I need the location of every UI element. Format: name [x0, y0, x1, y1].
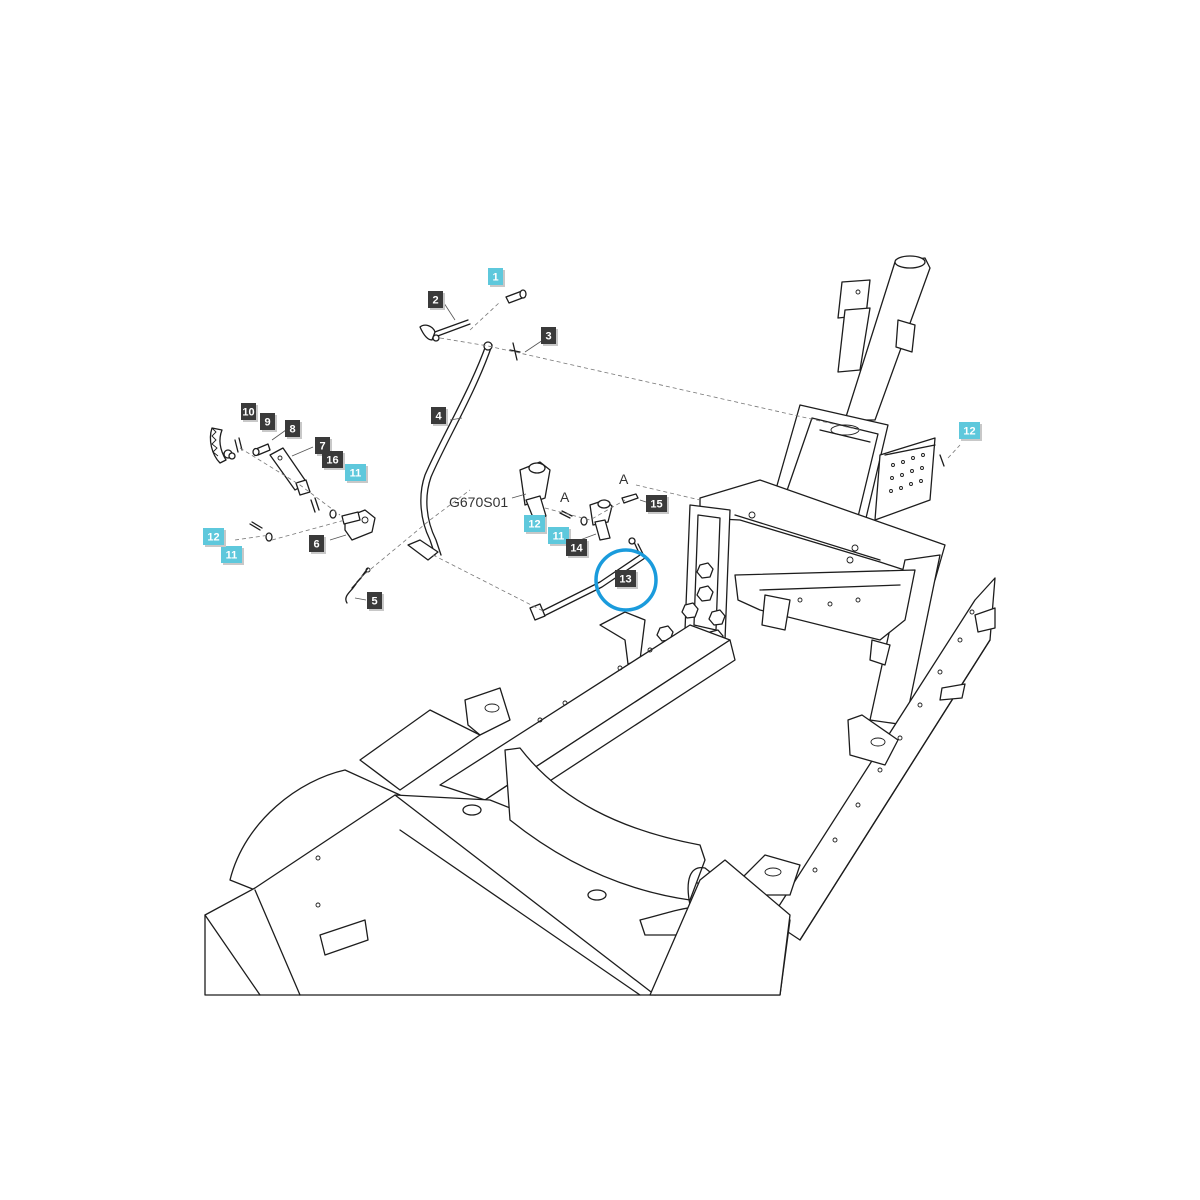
section-mark-a: A: [560, 489, 570, 505]
reference-code-label: G670S01: [449, 494, 508, 510]
callout-tag-1: 1: [488, 268, 503, 285]
part-pin-16: [310, 497, 320, 513]
callout-number: 11: [350, 468, 362, 480]
callout-number: 16: [326, 455, 338, 467]
part-bushing-14: [579, 499, 613, 541]
callout-tag-12: 12: [203, 528, 224, 545]
callout-number: 7: [319, 441, 325, 453]
callout-tag-16: 16: [322, 451, 343, 468]
part-assembly-g670s01: [511, 461, 551, 521]
highlight-ring: [594, 548, 658, 612]
callout-tag-10: 10: [241, 403, 256, 420]
callout-number: 11: [553, 531, 565, 543]
section-mark-a: A: [619, 471, 629, 487]
callout-tag-11: 11: [221, 546, 242, 563]
callout-tag-12: 12: [524, 515, 545, 532]
callout-tag-12: 12: [959, 422, 980, 439]
part-bracket-6: [329, 509, 376, 541]
part-plate-7: [269, 446, 314, 496]
callout-number: 2: [432, 295, 438, 307]
part-washers-11: [265, 509, 588, 542]
callout-number: 13: [619, 574, 631, 586]
callout-number: 10: [242, 407, 254, 419]
callout-tag-4: 4: [431, 407, 446, 424]
callout-tag-7: 7: [315, 437, 330, 454]
part-spring-5: [345, 567, 371, 604]
callout-tag-6: 6: [309, 535, 324, 552]
callout-number: 9: [264, 417, 270, 429]
callout-number: 1: [492, 272, 498, 284]
part-pin-15: [621, 493, 647, 504]
callout-tag-15: 15: [646, 495, 667, 512]
callout-number: 6: [313, 539, 319, 551]
part-sector-10: [209, 427, 236, 464]
part-clip-3: [509, 339, 544, 361]
callout-number: 12: [528, 519, 540, 531]
callout-tag-5: 5: [367, 592, 382, 609]
tractor-frame-chassis: [204, 255, 996, 996]
callout-number: 8: [289, 424, 295, 436]
callout-number: 11: [226, 550, 238, 562]
part-lever-13: [529, 537, 646, 621]
callout-tag-2: 2: [428, 291, 443, 308]
part-pin-9: [234, 437, 243, 453]
assembly-guide-lines: [234, 301, 961, 613]
callout-tag-3: 3: [541, 327, 556, 344]
callout-number: 4: [435, 411, 442, 423]
callout-number: 5: [371, 596, 377, 608]
callout-tag-8: 8: [285, 420, 300, 437]
callout-number: 14: [570, 543, 583, 555]
callout-number: 15: [650, 499, 662, 511]
callout-number: 3: [545, 331, 551, 343]
part-pin-1: [505, 289, 527, 304]
callout-tag-9: 9: [260, 413, 275, 430]
part-pin-8: [252, 429, 287, 457]
callout-tag-14: 14: [566, 539, 587, 556]
part-rod-2: [419, 299, 471, 342]
part-pins-12: [249, 454, 945, 531]
callout-number: 12: [207, 532, 219, 544]
callout-tag-11: 11: [548, 527, 569, 544]
callout-tag-11: 11: [345, 464, 366, 481]
callout-tag-13: 13: [615, 570, 636, 587]
part-lever-4: [407, 341, 493, 561]
callout-number: 12: [963, 426, 975, 438]
